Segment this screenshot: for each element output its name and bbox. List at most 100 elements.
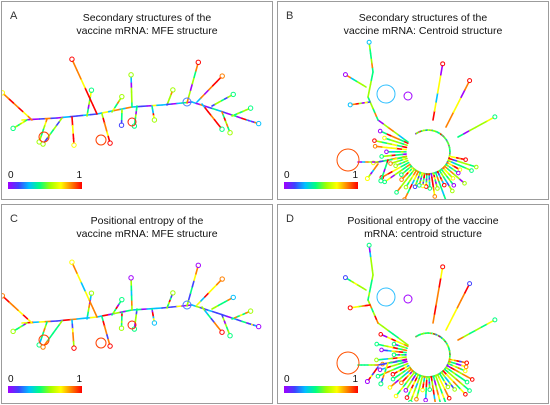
title-line-1: Secondary structures of the bbox=[358, 12, 488, 24]
rna-loop bbox=[10, 125, 16, 132]
rna-stem-segment bbox=[377, 322, 384, 328]
rna-loop bbox=[195, 59, 201, 66]
rna-loop bbox=[336, 148, 360, 172]
rna-loop bbox=[151, 320, 158, 326]
rna-loop bbox=[435, 186, 440, 191]
rna-stem-segment bbox=[26, 114, 33, 121]
rna-stem-segment bbox=[196, 97, 202, 103]
rna-stem-segment bbox=[377, 343, 384, 347]
title-line-2: vaccine mRNA: MFE structure bbox=[76, 25, 218, 37]
rna-stem-segment bbox=[346, 277, 352, 282]
rna-loop bbox=[467, 281, 473, 287]
rna-loop bbox=[462, 368, 468, 374]
rna-loop bbox=[467, 78, 473, 84]
rna-loop bbox=[408, 399, 413, 402]
rna-stem-segment bbox=[410, 395, 414, 402]
rna-stem-segment bbox=[89, 91, 92, 98]
rna-stem-segment bbox=[392, 333, 399, 339]
rna-stem-segment bbox=[211, 283, 218, 290]
rna-stem-segment bbox=[443, 368, 450, 374]
rna-stem-segment bbox=[449, 377, 455, 383]
rna-stem-segment bbox=[189, 285, 194, 294]
rna-stem-segment bbox=[463, 129, 471, 135]
rna-loop bbox=[456, 170, 461, 176]
rna-loop bbox=[2, 90, 6, 96]
title-line-1: Positional entropy of the vaccine bbox=[347, 215, 499, 227]
rna-stem-segment bbox=[208, 84, 214, 91]
rna-loop bbox=[71, 345, 77, 351]
rna-stem-segment bbox=[387, 126, 394, 132]
title-line-2: vaccine mRNA: MFE structure bbox=[76, 228, 218, 240]
rna-loop bbox=[230, 294, 236, 301]
color-scale-bar bbox=[8, 182, 82, 189]
rna-stem-segment bbox=[55, 121, 60, 127]
rna-stem-segment bbox=[89, 294, 92, 301]
rna-stem-segment bbox=[445, 118, 451, 128]
rna-loop bbox=[452, 387, 457, 392]
rna-loop bbox=[403, 184, 409, 190]
rna-loop bbox=[36, 139, 42, 145]
rna-stem-segment bbox=[204, 107, 210, 113]
rna-stem-segment bbox=[468, 329, 477, 335]
rna-stem-segment bbox=[113, 108, 122, 112]
rna-stem-segment bbox=[386, 171, 393, 175]
rna-loop bbox=[128, 275, 134, 281]
rna-loop bbox=[432, 194, 438, 199]
rna-stem-segment bbox=[435, 92, 439, 103]
rna-stem-segment bbox=[96, 112, 104, 115]
rna-stem-segment bbox=[88, 298, 94, 310]
rna-loop bbox=[151, 117, 158, 123]
rna-loop bbox=[119, 296, 125, 303]
panel-title: Secondary structures of the vaccine mRNA… bbox=[42, 12, 252, 38]
color-scale: 0 1 bbox=[284, 374, 358, 393]
rna-stem-segment bbox=[368, 43, 371, 50]
rna-stem-segment bbox=[438, 277, 442, 288]
rna-stem-segment bbox=[216, 312, 223, 316]
rna-loop bbox=[399, 172, 404, 177]
rna-stem-segment bbox=[382, 122, 389, 129]
rna-stem-segment bbox=[193, 70, 197, 79]
rna-stem-segment bbox=[380, 146, 388, 149]
rna-stem-segment bbox=[448, 111, 455, 121]
rna-stem-segment bbox=[403, 161, 410, 166]
rna-loop bbox=[463, 364, 469, 370]
rna-stem-segment bbox=[161, 306, 168, 309]
title-line-1: Secondary structures of the bbox=[82, 12, 212, 24]
rna-stem-segment bbox=[62, 318, 72, 322]
rna-loop bbox=[393, 393, 399, 399]
rna-stem-segment bbox=[459, 178, 464, 183]
rna-stem-segment bbox=[191, 279, 195, 288]
title-line-1: Positional entropy of the bbox=[90, 215, 204, 227]
rna-stem-segment bbox=[459, 388, 465, 394]
rna-stem-segment bbox=[435, 295, 439, 306]
rna-loop bbox=[219, 329, 225, 335]
rna-stem-segment bbox=[445, 392, 450, 398]
rna-stem-segment bbox=[76, 317, 85, 320]
rna-stem-segment bbox=[456, 96, 462, 106]
rna-loop bbox=[247, 105, 254, 111]
rna-stem-segment bbox=[447, 371, 454, 377]
rna-loop bbox=[376, 287, 396, 307]
rna-stem-segment bbox=[102, 110, 110, 114]
rna-loop bbox=[342, 275, 348, 281]
rna-stem-segment bbox=[187, 292, 192, 301]
rna-stem-segment bbox=[196, 300, 202, 306]
rna-stem-segment bbox=[84, 289, 90, 301]
color-scale: 0 1 bbox=[8, 374, 82, 393]
rna-stem-segment bbox=[236, 115, 243, 120]
rna-loop bbox=[388, 161, 393, 166]
rna-stem-segment bbox=[84, 86, 90, 98]
rna-stem-segment bbox=[49, 129, 54, 135]
rna-stem-segment bbox=[392, 130, 399, 136]
rna-stem-segment bbox=[72, 60, 78, 71]
rna-stem-segment bbox=[397, 133, 404, 140]
rna-stem-segment bbox=[89, 113, 98, 116]
rna-stem-segment bbox=[456, 384, 462, 391]
rna-stem-segment bbox=[207, 314, 213, 320]
rna-loop bbox=[450, 175, 456, 181]
rna-stem-segment bbox=[215, 76, 222, 83]
rna-stem-segment bbox=[208, 287, 214, 294]
rna-stem-segment bbox=[186, 298, 190, 307]
rna-stem-segment bbox=[439, 388, 444, 395]
